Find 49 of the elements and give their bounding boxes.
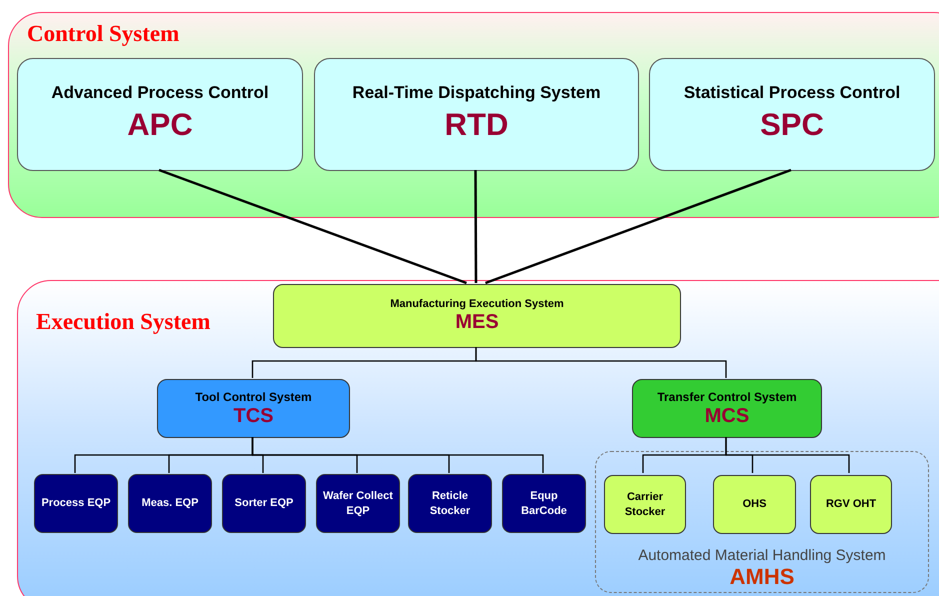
connector-line xyxy=(252,437,544,473)
system-panel xyxy=(17,280,939,596)
system-box xyxy=(632,379,822,438)
box-label: Equp BarCode xyxy=(520,489,568,518)
equipment-box xyxy=(316,474,400,533)
connector-line xyxy=(475,347,727,378)
equipment-box xyxy=(502,474,586,533)
acronym: TCS xyxy=(234,404,274,428)
box-label: Meas. EQP xyxy=(140,496,200,511)
panel-title: Execution System xyxy=(36,309,210,335)
acronym: RTD xyxy=(444,107,508,143)
connector-line xyxy=(474,170,478,283)
connector-line xyxy=(485,168,792,284)
system-box xyxy=(273,284,681,348)
equipment-box xyxy=(128,474,212,533)
box-label: Wafer Collect EQP xyxy=(322,489,394,518)
acronym: APC xyxy=(127,107,193,143)
equipment-box xyxy=(604,475,686,534)
group-box xyxy=(595,451,929,593)
box-label: RGV OHT xyxy=(824,497,878,512)
box-label: Process EQP xyxy=(40,496,112,511)
system-name: Manufacturing Execution System xyxy=(390,298,564,310)
system-box xyxy=(314,58,639,171)
box-label: Reticle Stocker xyxy=(428,489,472,518)
connector-line xyxy=(725,437,850,473)
system-box xyxy=(17,58,303,171)
system-name: Transfer Control System xyxy=(657,390,797,404)
box-label: OHS xyxy=(742,497,768,512)
system-name: Statistical Process Control xyxy=(684,83,900,103)
group-title: Automated Material Handling System xyxy=(638,547,886,564)
equipment-box xyxy=(222,474,306,533)
connector-line xyxy=(158,168,467,284)
acronym: SPC xyxy=(760,107,824,143)
equipment-box xyxy=(408,474,492,533)
system-box xyxy=(649,58,935,171)
box-label: Carrier Stocker xyxy=(624,490,666,519)
acronym: MCS xyxy=(704,404,750,428)
acronym: MES xyxy=(455,311,499,334)
box-label: Sorter EQP xyxy=(234,496,294,511)
equipment-box xyxy=(34,474,118,533)
system-box xyxy=(157,379,350,438)
equipment-box xyxy=(713,475,796,534)
system-name: Real-Time Dispatching System xyxy=(352,83,601,103)
panel-title: Control System xyxy=(27,21,180,47)
system-panel xyxy=(8,12,939,218)
acronym: AMHS xyxy=(730,564,794,590)
system-name: Tool Control System xyxy=(195,390,312,404)
equipment-box xyxy=(810,475,892,534)
system-name: Advanced Process Control xyxy=(51,83,269,103)
